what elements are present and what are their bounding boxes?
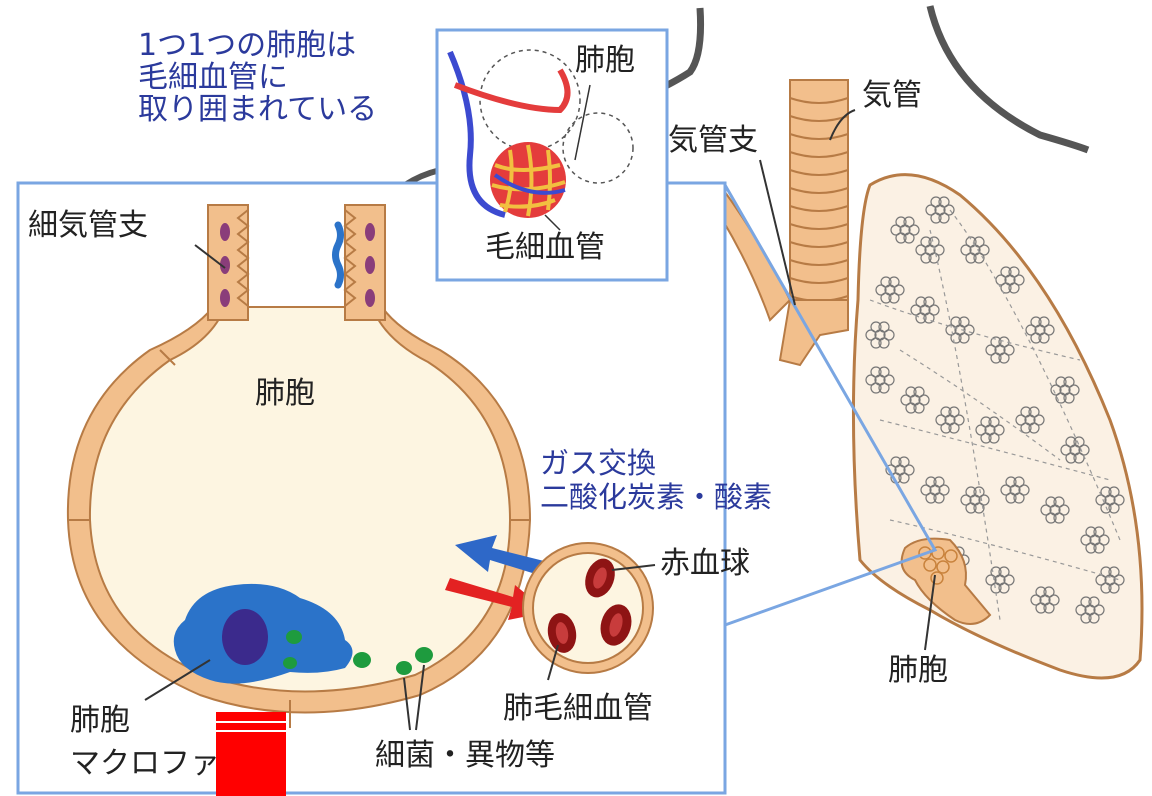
pulmonary-capillary bbox=[523, 543, 655, 673]
caption-line-2: 毛細血管に bbox=[138, 62, 288, 94]
alveolus-main-label: 肺胞 bbox=[255, 378, 315, 410]
pulmonary-capillary-label: 肺毛細血管 bbox=[503, 693, 653, 725]
body-outline-right bbox=[930, 6, 1088, 150]
gas-exchange-label-1: ガス交換 bbox=[540, 448, 656, 478]
redaction-stripe bbox=[216, 730, 286, 732]
bacteria-label: 細菌・異物等 bbox=[375, 740, 555, 772]
caption-line-3: 取り囲まれている bbox=[138, 94, 377, 126]
redaction-block bbox=[216, 712, 286, 796]
inset-capillary-label: 毛細血管 bbox=[485, 232, 605, 264]
trachea bbox=[780, 80, 848, 365]
red-blood-cell-label: 赤血球 bbox=[660, 548, 750, 580]
bronchus-label: 気管支 bbox=[668, 125, 758, 157]
right-lung bbox=[853, 175, 1142, 678]
macrophage-label-1: 肺胞 bbox=[70, 705, 130, 737]
gas-exchange-label-2: 二酸化炭素・酸素 bbox=[540, 482, 772, 512]
caption-line-1: 1つ1つの肺胞は bbox=[138, 30, 356, 62]
bronchiole-label: 細気管支 bbox=[28, 210, 148, 242]
lung-alveolus-label: 肺胞 bbox=[888, 655, 948, 687]
redaction-stripe bbox=[216, 721, 286, 723]
inset-alveolus-label: 肺胞 bbox=[575, 45, 635, 77]
trachea-label: 気管 bbox=[862, 80, 922, 112]
